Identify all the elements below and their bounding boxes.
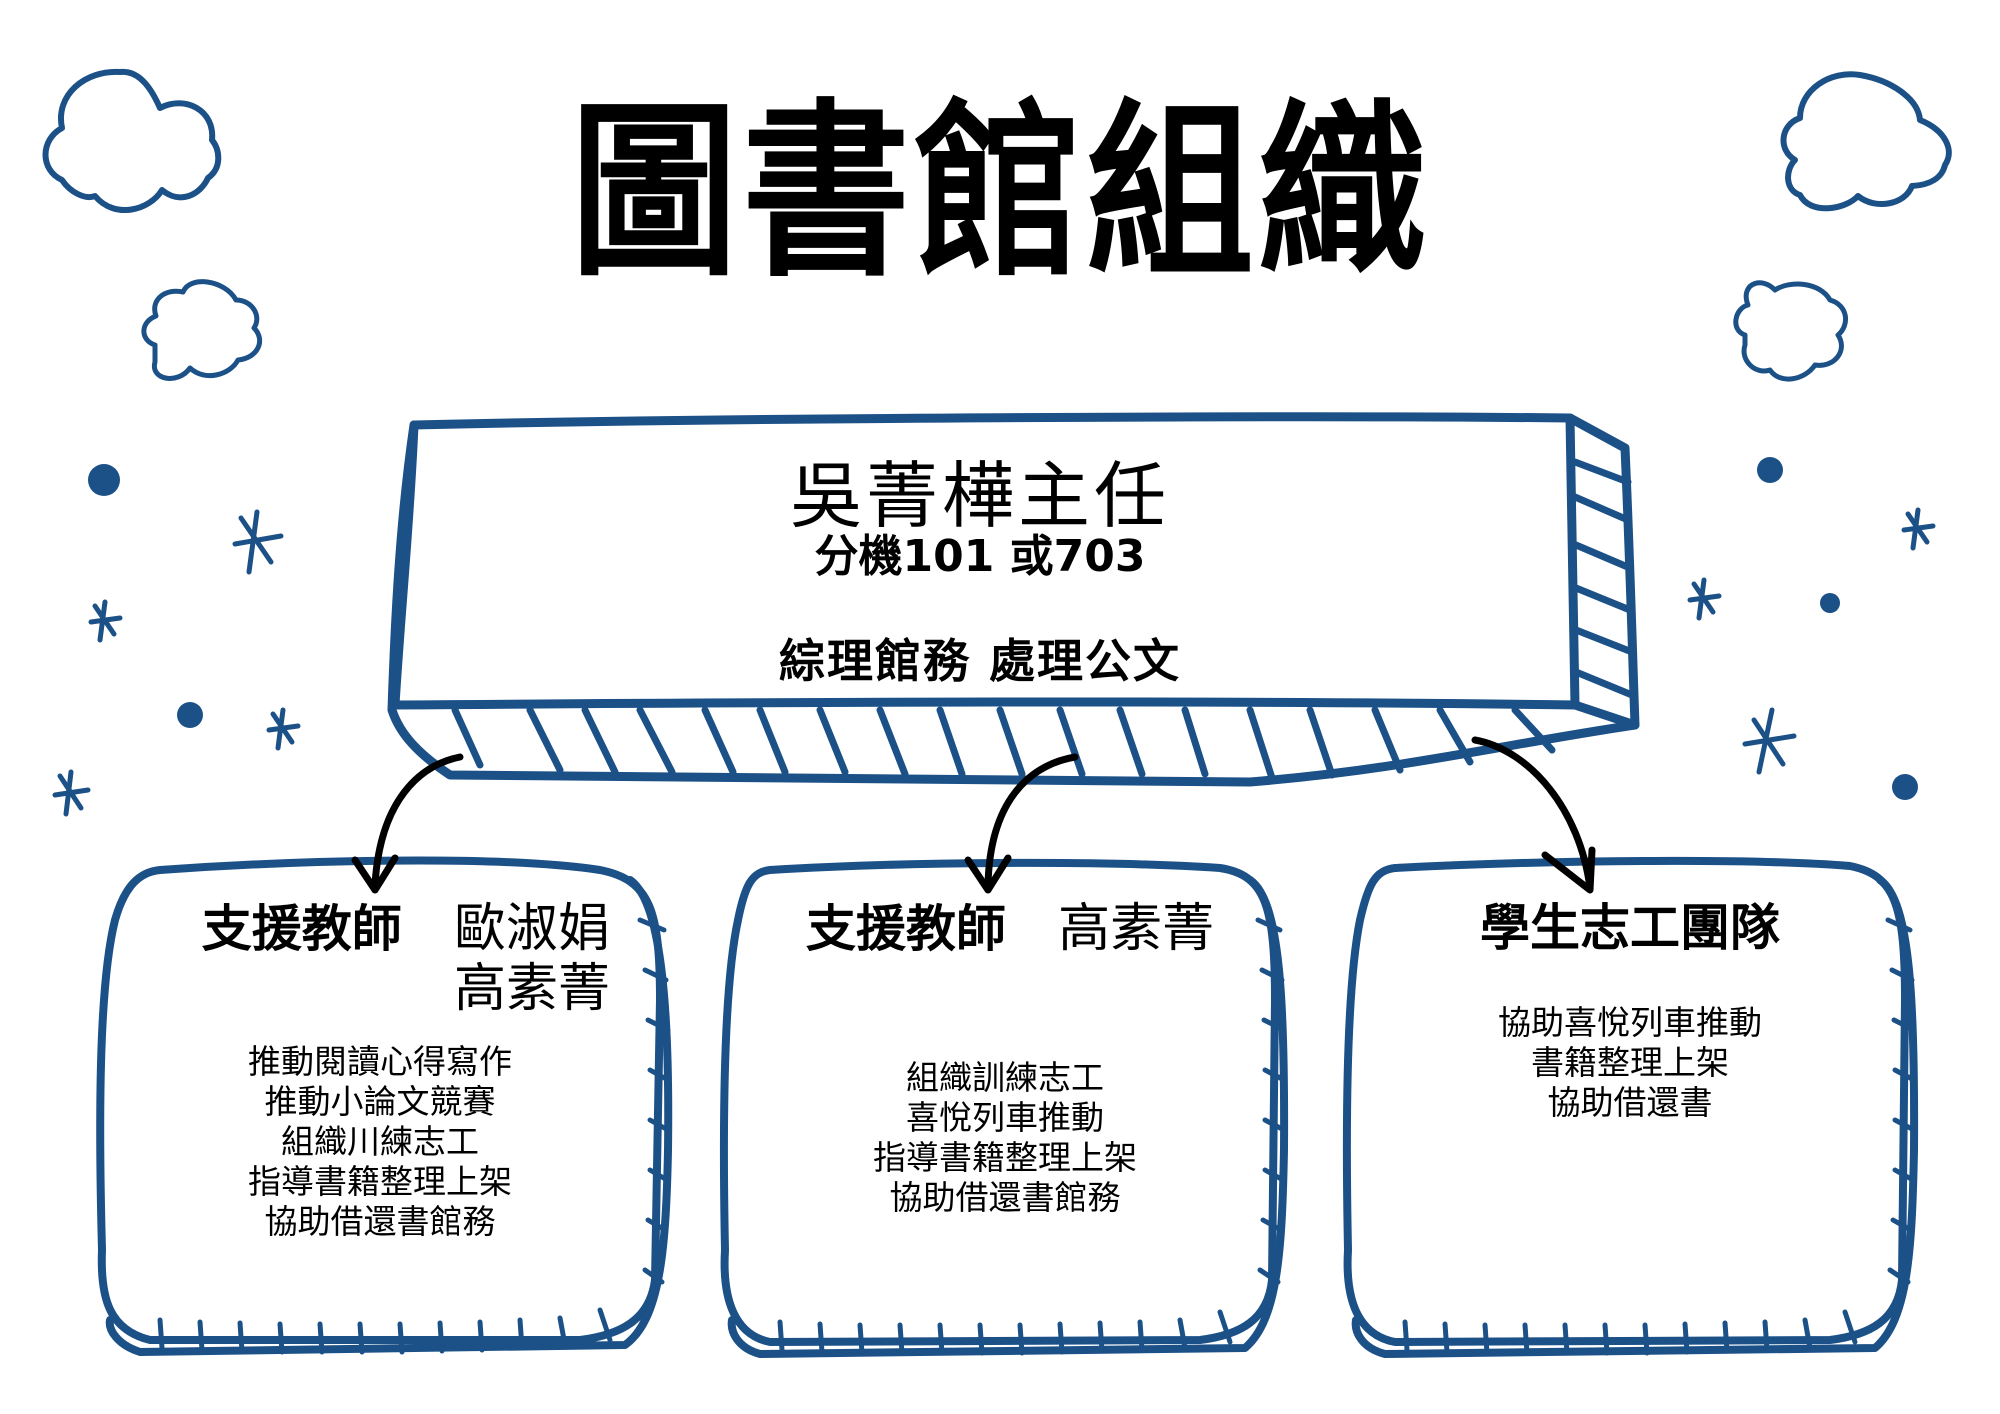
list-item: 組織川練志工 xyxy=(281,1122,479,1161)
star-icon xyxy=(88,599,123,643)
star-icon xyxy=(1687,577,1722,621)
director-name: 吳菁樺主任 xyxy=(789,454,1170,538)
director-extension: 分機101 或703 xyxy=(814,531,1146,582)
arrow-to-box-3-icon xyxy=(1471,736,1596,894)
box-2-shape xyxy=(719,858,1289,1358)
cloud-icon xyxy=(1780,71,1952,212)
list-item: 書籍整理上架 xyxy=(1531,1043,1729,1082)
box-1-list: 推動閱讀心得寫作 推動小論文競賽 組織川練志工 指導書籍整理上架 協助借還書館務 xyxy=(180,1042,580,1242)
list-item: 喜悅列車推動 xyxy=(906,1098,1104,1137)
dot-icon xyxy=(177,702,203,728)
cloud-icon xyxy=(1733,280,1848,382)
list-item: 協助借還書館務 xyxy=(264,1202,496,1241)
box-1-name-2: 高素菁 xyxy=(453,959,610,1019)
box-3-heading: 學生志工團隊 xyxy=(1480,899,1780,957)
dot-icon xyxy=(88,464,120,496)
list-item: 協助借還書 xyxy=(1547,1083,1713,1122)
box-1-shape xyxy=(96,856,673,1356)
page-title: 圖書館組織 xyxy=(570,82,1430,303)
list-item: 協助喜悅列車推動 xyxy=(1498,1003,1762,1042)
list-item: 指導書籍整理上架 xyxy=(248,1162,512,1201)
box-2-name-1: 高素菁 xyxy=(1058,899,1215,959)
arrow-to-box-2-icon xyxy=(964,753,1079,894)
list-item: 協助借還書館務 xyxy=(889,1178,1121,1217)
star-icon xyxy=(1742,707,1797,775)
box-1-name-1: 歐淑娟 xyxy=(453,899,610,959)
list-item: 指導書籍整理上架 xyxy=(873,1138,1137,1177)
dot-icon xyxy=(1757,457,1783,483)
box-2-list: 組織訓練志工 喜悅列車推動 指導書籍整理上架 協助借還書館務 xyxy=(800,1058,1210,1218)
list-item: 組織訓練志工 xyxy=(906,1058,1104,1097)
cloud-icon xyxy=(42,68,222,214)
star-icon xyxy=(52,769,91,817)
box-1-role: 支援教師 xyxy=(201,900,402,958)
cloud-icon xyxy=(141,279,262,381)
box-3-list: 協助喜悅列車推動 書籍整理上架 協助借還書 xyxy=(1420,1003,1840,1123)
director-duties: 綜理館務 處理公文 xyxy=(778,634,1181,688)
list-item: 推動小論文競賽 xyxy=(264,1082,496,1121)
box-3-shape xyxy=(1342,856,1919,1358)
box-1-heading: 支援教師 歐淑娟 xyxy=(170,899,610,960)
box-2-heading: 支援教師 高素菁 xyxy=(780,899,1240,960)
arrow-to-box-1-icon xyxy=(351,753,464,894)
star-icon xyxy=(1901,507,1936,551)
list-item: 推動閱讀心得寫作 xyxy=(248,1042,512,1081)
head-box-shape xyxy=(387,412,1640,787)
star-icon xyxy=(266,707,301,751)
star-icon xyxy=(232,509,284,575)
box-2-role: 支援教師 xyxy=(805,900,1006,958)
dot-icon xyxy=(1892,774,1918,800)
dot-icon xyxy=(1820,593,1840,613)
